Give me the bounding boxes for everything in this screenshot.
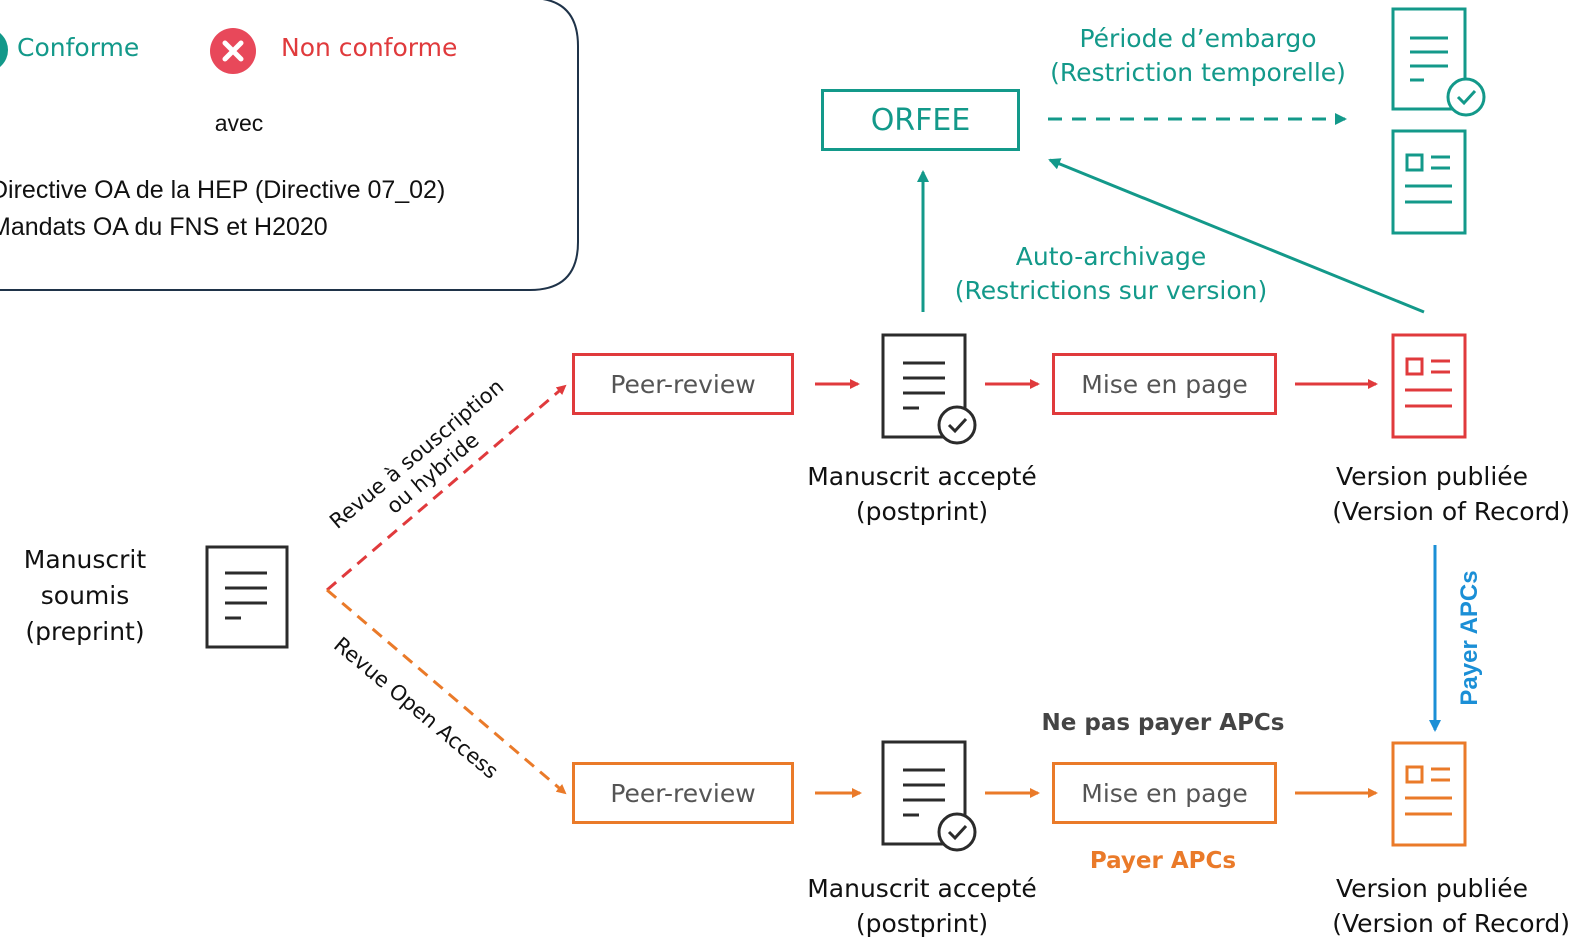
published-label-open-access: Version publiée xyxy=(1335,874,1529,903)
submitted-label-1: Manuscrit xyxy=(23,545,147,574)
layout-box-open-access: Mise en page xyxy=(1052,762,1277,824)
pay-apcs-label: Payer APCs xyxy=(1089,848,1237,874)
legend-conform-label: Conforme xyxy=(17,33,140,62)
legend-non-conform-label: Non conforme xyxy=(281,33,458,62)
accepted-doc-icon-open-access xyxy=(881,740,977,852)
peer-review-label-open-access: Peer-review xyxy=(610,778,756,808)
legend-line-mandates: Mandats OA du FNS et H2020 xyxy=(0,213,328,241)
archived-postprint-doc-icon xyxy=(1391,7,1486,117)
route-subscription-arrow xyxy=(326,384,567,592)
archived-published-doc-icon xyxy=(1391,129,1467,235)
legend-with-label: avec xyxy=(214,110,264,136)
published-doc-icon-open-access xyxy=(1391,741,1467,847)
non-conform-icon xyxy=(210,28,256,74)
layout-label-subscription: Mise en page xyxy=(1081,369,1248,399)
peer-review-label-subscription: Peer-review xyxy=(610,369,756,399)
accepted-label-subscription: Manuscrit accepté xyxy=(807,462,1037,491)
embargo-label: Période d’embargo xyxy=(1079,24,1317,53)
self-archiving-sublabel: (Restrictions sur version) xyxy=(954,276,1268,305)
layout-label-open-access: Mise en page xyxy=(1081,778,1248,808)
no-pay-apcs-label: Ne pas payer APCs xyxy=(1041,710,1285,736)
accepted-doc-icon-subscription xyxy=(881,333,977,445)
orfee-label: ORFEE xyxy=(870,102,971,138)
legend-line-directive: Directive OA de la HEP (Directive 07_02) xyxy=(0,176,446,204)
published-label-subscription: Version publiée xyxy=(1335,462,1529,491)
arrow-published-to-orfee xyxy=(1048,158,1425,314)
published-doc-icon-subscription xyxy=(1391,333,1467,439)
pay-apcs-vertical-label: Payer APCs xyxy=(1456,570,1483,706)
conform-icon xyxy=(0,33,8,67)
peer-review-box-subscription: Peer-review xyxy=(572,353,794,415)
accepted-sublabel-subscription: (postprint) xyxy=(855,497,989,526)
orfee-box: ORFEE xyxy=(821,89,1020,151)
route-open-access-arrow xyxy=(326,588,567,795)
published-sublabel-open-access: (Version of Record) xyxy=(1332,909,1570,938)
legend-frame xyxy=(0,0,579,291)
accepted-label-open-access: Manuscrit accepté xyxy=(807,874,1037,903)
submitted-label-2: soumis xyxy=(40,581,130,610)
peer-review-box-open-access: Peer-review xyxy=(572,762,794,824)
submitted-label-3: (preprint) xyxy=(25,617,145,646)
layout-box-subscription: Mise en page xyxy=(1052,353,1277,415)
submitted-doc-icon xyxy=(205,545,289,649)
accepted-sublabel-open-access: (postprint) xyxy=(855,909,989,938)
embargo-sublabel: (Restriction temporelle) xyxy=(1050,58,1346,87)
self-archiving-label: Auto-archivage xyxy=(1015,242,1207,271)
published-sublabel-subscription: (Version of Record) xyxy=(1332,497,1570,526)
